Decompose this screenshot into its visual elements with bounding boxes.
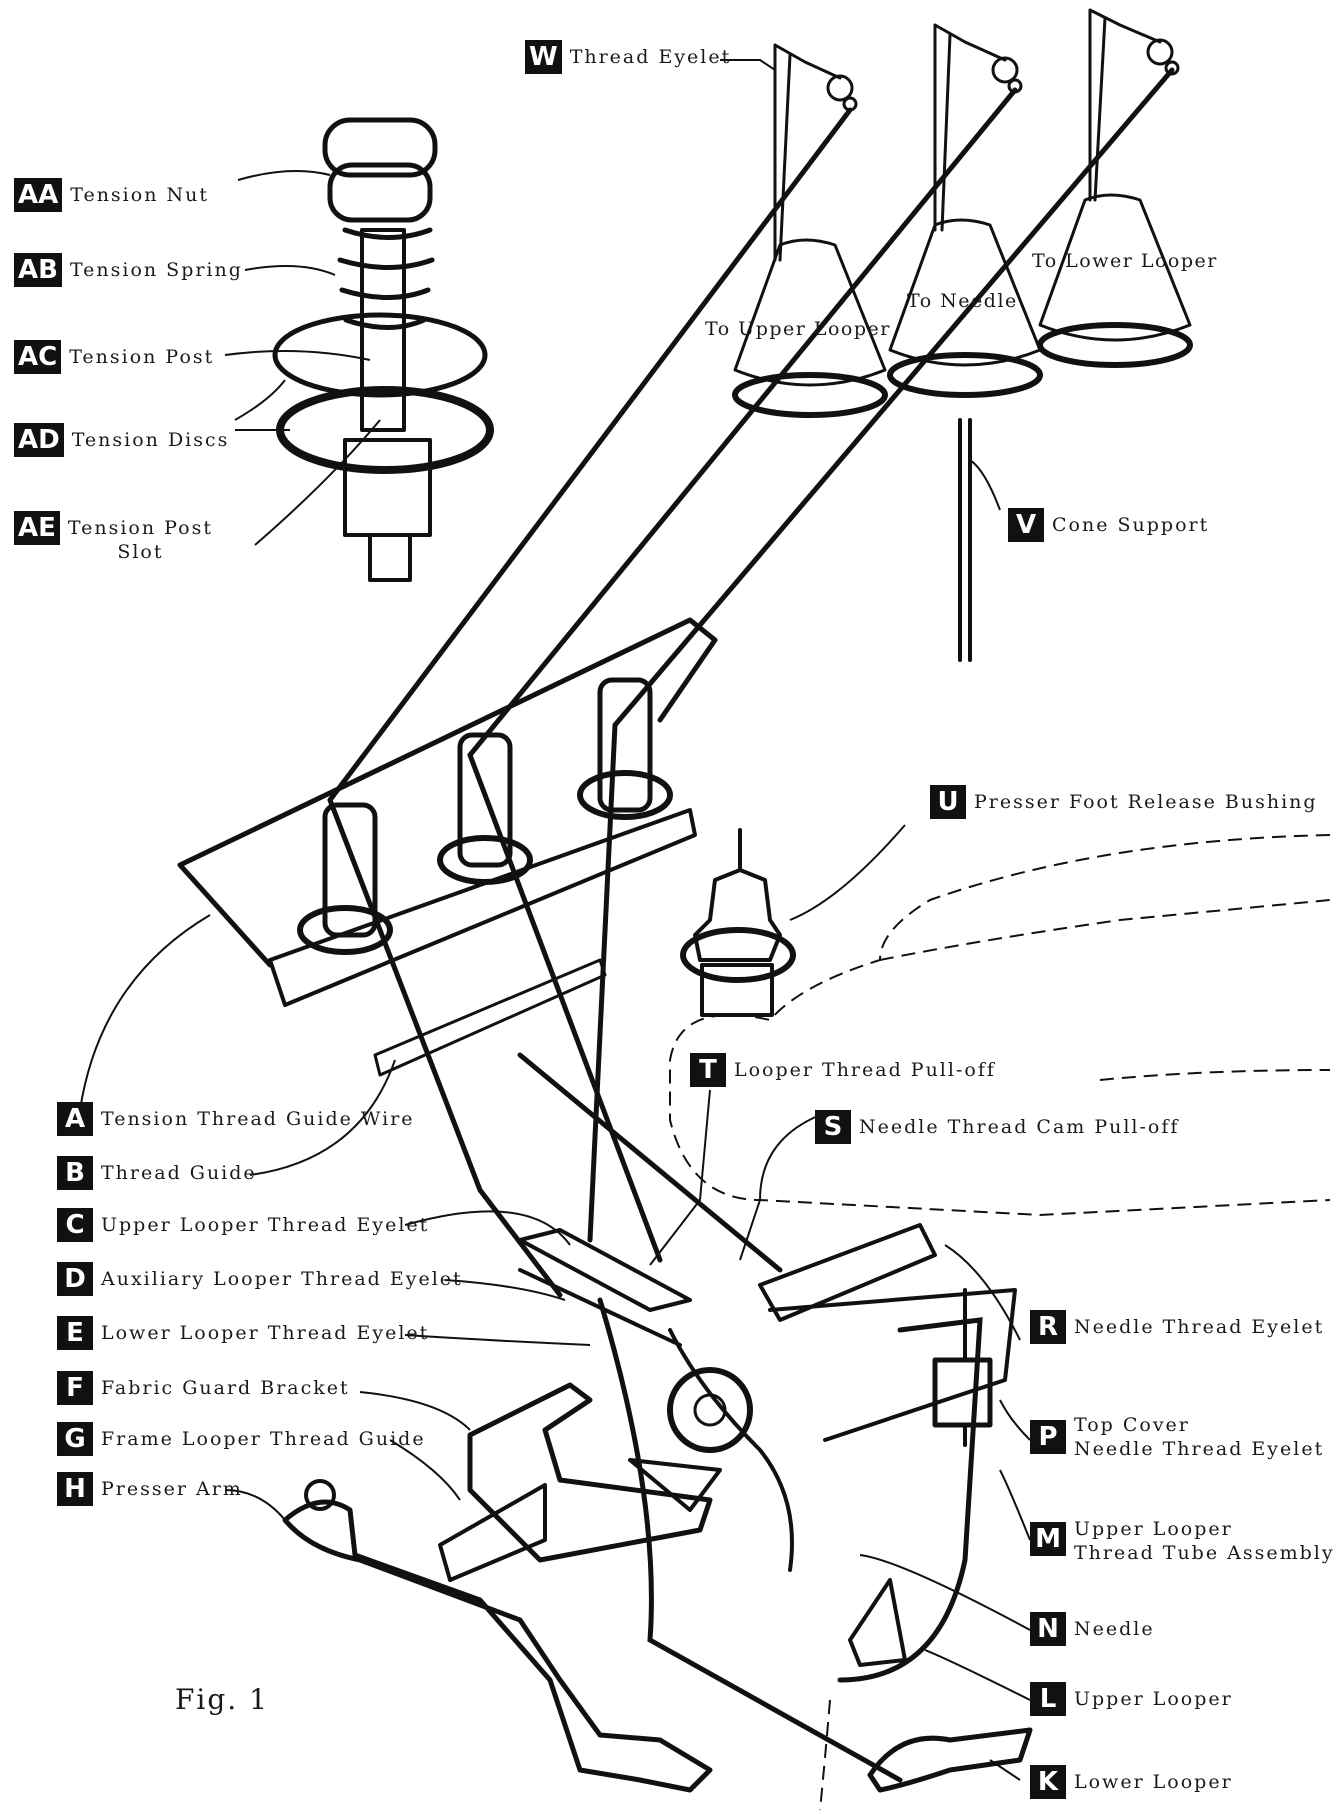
callout-label: Tension Post xyxy=(69,346,215,368)
callout-badge: V xyxy=(1008,508,1044,542)
callout-presser-foot-release-bushing: U Presser Foot Release Bushing xyxy=(930,785,1318,819)
callout-badge: W xyxy=(525,40,562,74)
callout-badge: AA xyxy=(14,178,63,212)
callout-upper-looper-thread-eyelet: C Upper Looper Thread Eyelet xyxy=(57,1208,429,1242)
callout-badge: D xyxy=(57,1262,93,1296)
callout-badge: L xyxy=(1030,1682,1066,1716)
callout-label: Top Cover Needle Thread Eyelet xyxy=(1074,1414,1325,1460)
callout-tension-spring: AB Tension Spring xyxy=(14,253,243,287)
callout-label: Lower Looper xyxy=(1074,1771,1233,1793)
callout-upper-looper-thread-tube-assembly: M Upper Looper Thread Tube Assembly xyxy=(1030,1518,1335,1565)
callout-presser-arm: H Presser Arm xyxy=(57,1472,243,1506)
callout-badge: U xyxy=(930,785,966,819)
callout-label: Looper Thread Pull-off xyxy=(734,1059,996,1081)
callout-tension-discs: AD Tension Discs xyxy=(14,423,229,457)
callout-tension-post: AC Tension Post xyxy=(14,340,214,374)
callout-label: Cone Support xyxy=(1052,514,1210,536)
machine-frame-outline xyxy=(669,824,1331,1217)
callout-label: Needle Thread Cam Pull-off xyxy=(859,1116,1180,1138)
callout-badge: G xyxy=(57,1422,93,1456)
callout-badge: K xyxy=(1030,1765,1066,1799)
callout-label: Tension Post Slot xyxy=(67,517,213,563)
callout-needle: N Needle xyxy=(1030,1612,1155,1646)
callout-badge: P xyxy=(1030,1420,1066,1454)
callout-label: Lower Looper Thread Eyelet xyxy=(101,1322,430,1344)
callout-needle-thread-cam-pull-off: S Needle Thread Cam Pull-off xyxy=(815,1110,1179,1144)
callout-label: Upper Looper xyxy=(1074,1688,1233,1710)
callout-label: Tension Spring xyxy=(69,259,243,281)
cone-label-lower-looper: To Lower Looper xyxy=(1032,250,1218,272)
callout-badge: AB xyxy=(14,253,62,287)
callout-label: Tension Nut xyxy=(70,184,209,206)
callout-thread-guide: B Thread Guide xyxy=(57,1156,257,1190)
tension-bracket xyxy=(79,617,718,1176)
callout-label: Needle xyxy=(1074,1618,1155,1640)
callout-badge: AE xyxy=(14,511,60,545)
callout-label: Upper Looper Thread Eyelet xyxy=(101,1214,430,1236)
thread-stand xyxy=(732,8,1193,662)
callout-label: Fabric Guard Bracket xyxy=(101,1377,350,1399)
callout-badge: R xyxy=(1030,1310,1066,1344)
callout-cone-support: V Cone Support xyxy=(1008,508,1209,542)
callout-badge: C xyxy=(57,1208,93,1242)
callout-badge: AC xyxy=(14,340,62,374)
callout-label: Upper Looper Thread Tube Assembly xyxy=(1074,1518,1335,1564)
cone-label-needle: To Needle xyxy=(907,290,1018,312)
callout-tension-thread-guide-wire: A Tension Thread Guide Wire xyxy=(57,1102,415,1136)
callout-badge: B xyxy=(57,1156,93,1190)
callout-label: Presser Arm xyxy=(101,1478,243,1500)
callout-top-cover-needle-thread-eyelet: P Top Cover Needle Thread Eyelet xyxy=(1030,1414,1324,1461)
callout-looper-thread-pull-off: T Looper Thread Pull-off xyxy=(690,1053,996,1087)
callout-label: Needle Thread Eyelet xyxy=(1074,1316,1325,1338)
tension-assembly-detail xyxy=(224,117,494,582)
callout-upper-looper: L Upper Looper xyxy=(1030,1682,1233,1716)
callout-label: Auxiliary Looper Thread Eyelet xyxy=(101,1268,463,1290)
callout-label: Tension Discs xyxy=(71,429,230,451)
callout-badge: H xyxy=(57,1472,93,1506)
callout-badge: AD xyxy=(14,423,64,457)
callout-badge: A xyxy=(57,1102,93,1136)
cone-label-upper-looper: To Upper Looper xyxy=(705,318,891,340)
callout-badge: S xyxy=(815,1110,851,1144)
callout-fabric-guard-bracket: F Fabric Guard Bracket xyxy=(57,1371,350,1405)
callout-badge: T xyxy=(690,1053,726,1087)
callout-badge: E xyxy=(57,1316,93,1350)
callout-label: Thread Guide xyxy=(101,1162,257,1184)
looper-eyelets-assembly xyxy=(224,59,1033,1811)
callout-frame-looper-thread-guide: G Frame Looper Thread Guide xyxy=(57,1422,426,1456)
figure-caption: Fig. 1 xyxy=(175,1683,269,1716)
callout-lower-looper: K Lower Looper xyxy=(1030,1765,1233,1799)
callout-badge: F xyxy=(57,1371,93,1405)
callout-badge: N xyxy=(1030,1612,1066,1646)
callout-label: Presser Foot Release Bushing xyxy=(974,791,1318,813)
callout-tension-nut: AA Tension Nut xyxy=(14,178,209,212)
callout-tension-post-slot: AE Tension Post Slot xyxy=(14,511,213,564)
callout-thread-eyelet: W Thread Eyelet xyxy=(525,40,731,74)
callout-auxiliary-looper-thread-eyelet: D Auxiliary Looper Thread Eyelet xyxy=(57,1262,463,1296)
callout-label: Frame Looper Thread Guide xyxy=(101,1428,426,1450)
callout-label: Tension Thread Guide Wire xyxy=(101,1108,415,1130)
callout-needle-thread-eyelet: R Needle Thread Eyelet xyxy=(1030,1310,1324,1344)
callout-badge: M xyxy=(1030,1522,1066,1556)
callout-label: Thread Eyelet xyxy=(569,46,732,68)
callout-lower-looper-thread-eyelet: E Lower Looper Thread Eyelet xyxy=(57,1316,429,1350)
